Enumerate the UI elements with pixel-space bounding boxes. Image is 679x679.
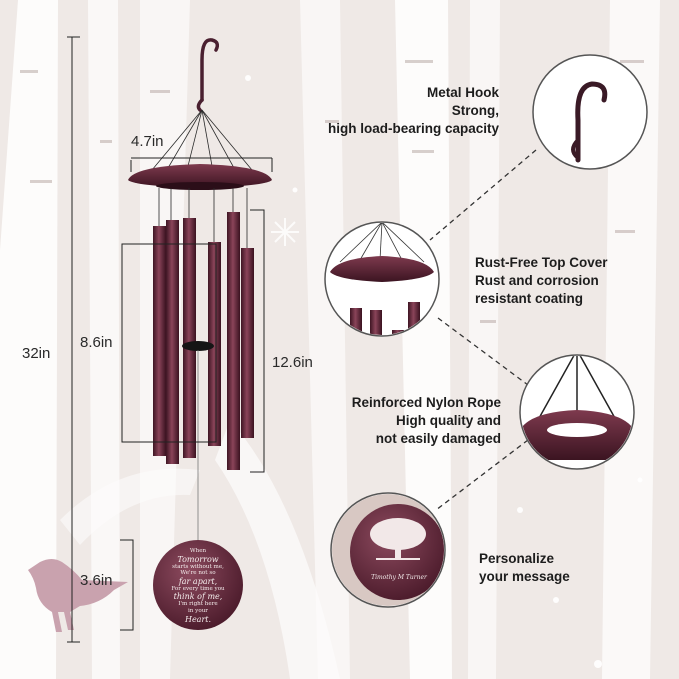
callout-rope-title: Reinforced Nylon Rope	[351, 395, 501, 410]
width-dimension	[130, 157, 273, 172]
sail-engraving: When Tomorrow starts without me, We're n…	[158, 548, 238, 624]
callout-rope-line-2: High quality and	[395, 413, 501, 428]
sail-line-7: think of me,	[173, 592, 223, 602]
message-sail	[153, 540, 243, 630]
total-height-label: 32in	[22, 345, 51, 362]
callout-personalize-title: Personalize	[479, 551, 555, 566]
hook-detail-circle	[532, 54, 648, 170]
long-tube-label: 12.6in	[272, 354, 313, 371]
callout-hook-line-2: Strong,	[451, 103, 499, 118]
sail-detail-circle	[330, 492, 446, 608]
long-tube-dimension	[250, 209, 265, 473]
sail-dimension	[120, 539, 134, 631]
callout-cover-line-2: Rust and corrosion	[475, 273, 599, 288]
callout-cover-title: Rust-Free Top Cover	[475, 255, 608, 270]
sail-signature: Timothy M Turner	[371, 574, 427, 581]
sail-line-2: Tomorrow	[177, 554, 219, 564]
chime-tubes	[153, 212, 254, 470]
callout-cover-line-3: resistant coating	[475, 291, 584, 306]
callout-hook-title: Metal Hook	[426, 85, 499, 100]
short-tube-label: 8.6in	[80, 334, 113, 351]
sail-line-9: in your	[188, 607, 208, 614]
top-cover	[128, 164, 272, 190]
snowflake-icon	[271, 218, 299, 246]
birch-trees-background	[0, 0, 660, 679]
tree-icon	[370, 518, 426, 560]
width-label: 4.7in	[131, 133, 164, 150]
sail-line-10: Heart.	[184, 614, 212, 624]
sail-line-6: For every time you	[171, 585, 225, 592]
callout-rope: Reinforced Nylon Rope High quality and n…	[352, 394, 501, 448]
callout-hook-line-3: high load-bearing capacity	[327, 121, 499, 136]
sail-line-5: far apart,	[178, 576, 218, 586]
hook-icon	[196, 38, 220, 112]
rope-detail-circle	[519, 354, 635, 470]
short-tube-dimension	[121, 243, 217, 443]
sail-line-4: We're not so	[180, 570, 216, 577]
callout-personalize: Personalize your message	[479, 550, 570, 586]
callout-rope-line-3: not easily damaged	[375, 431, 501, 446]
sail-label: 3.6in	[80, 572, 113, 589]
callout-personalize-line-2: your message	[479, 569, 570, 584]
callout-hook: Metal Hook Strong, high load-bearing cap…	[328, 84, 499, 138]
sail-line-1: When	[189, 548, 207, 554]
total-height-dimension	[67, 36, 80, 643]
cover-detail-circle	[324, 221, 440, 337]
callout-cover: Rust-Free Top Cover Rust and corrosion r…	[475, 254, 608, 308]
sail-line-8: I'm right here	[178, 601, 218, 608]
bird-icon	[28, 559, 128, 632]
sail-line-3: starts without me,	[172, 563, 224, 570]
